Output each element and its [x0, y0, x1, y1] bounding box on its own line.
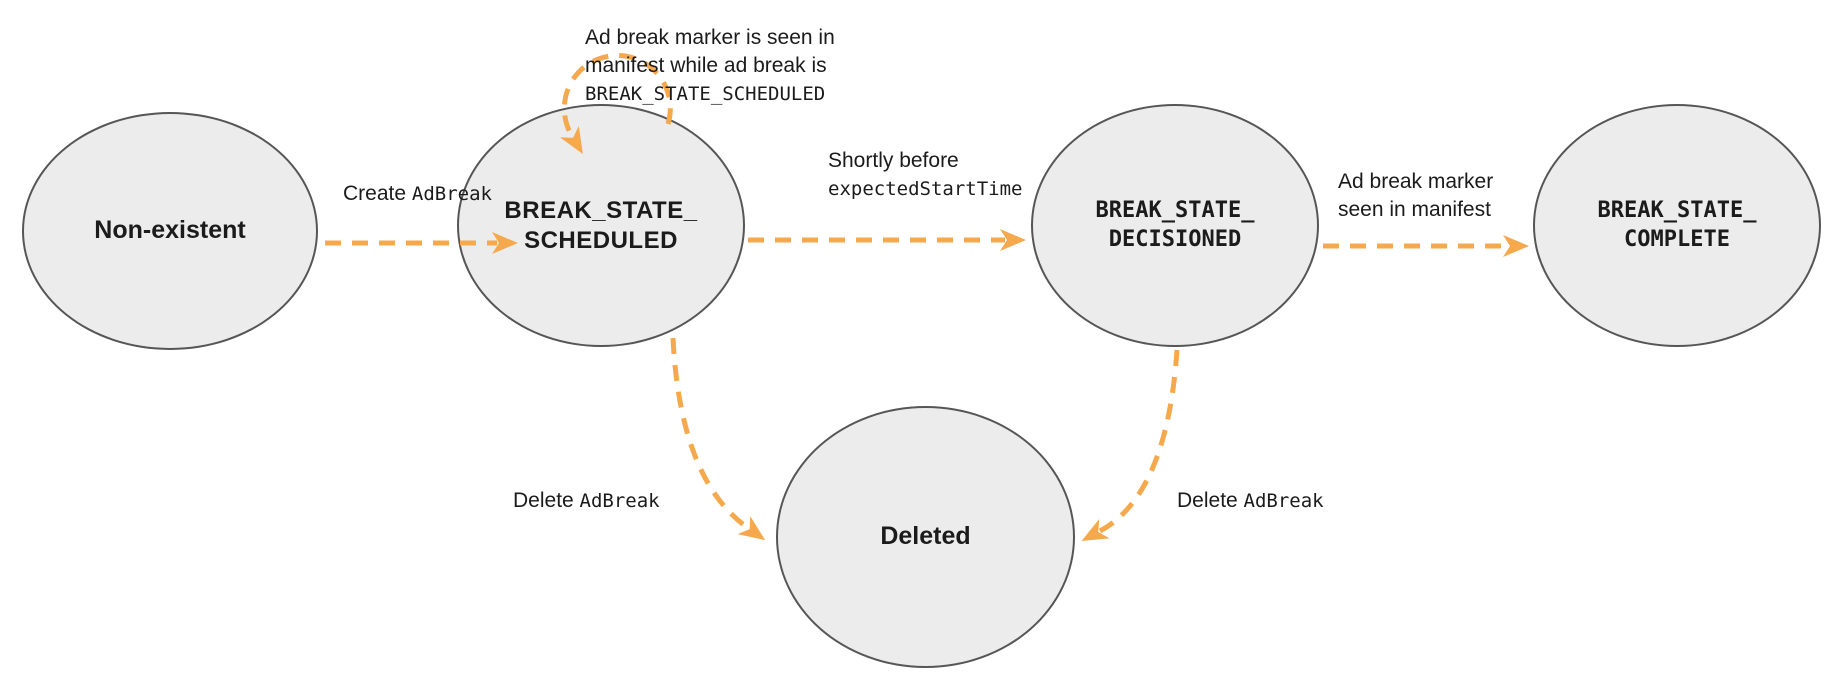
state-label-non-existent: Non-existent [94, 216, 246, 245]
label-delete-adbreak-left: Delete AdBreak [513, 489, 660, 512]
state-node-deleted: Deleted [776, 406, 1075, 668]
state-node-non-existent: Non-existent [22, 112, 318, 350]
label-delete-adbreak-right: Delete AdBreak [1177, 489, 1324, 512]
state-label-break-state-decisioned: BREAK_STATE_ DECISIONED [1095, 197, 1255, 252]
state-node-break-state-complete: BREAK_STATE_ COMPLETE [1533, 104, 1821, 347]
edge-delete-from-decisioned-arrow [1081, 349, 1180, 541]
state-label-break-state-complete: BREAK_STATE_ COMPLETE [1597, 197, 1757, 252]
label-create-adbreak: Create AdBreak [343, 182, 492, 205]
state-label-deleted: Deleted [880, 522, 971, 551]
edge-delete-from-scheduled-arrow [670, 337, 766, 541]
state-label-break-state-scheduled: BREAK_STATE_ SCHEDULED [504, 196, 698, 254]
label-shortly-before-expected-start-time: Shortly before expectedStartTime [828, 149, 1023, 200]
label-ad-break-marker-seen: Ad break marker seen in manifest [1338, 170, 1494, 221]
state-node-break-state-decisioned: BREAK_STATE_ DECISIONED [1031, 104, 1319, 347]
state-node-break-state-scheduled: BREAK_STATE_ SCHEDULED [457, 104, 745, 347]
label-self-loop-condition: Ad break marker is seen in manifest whil… [585, 26, 835, 105]
